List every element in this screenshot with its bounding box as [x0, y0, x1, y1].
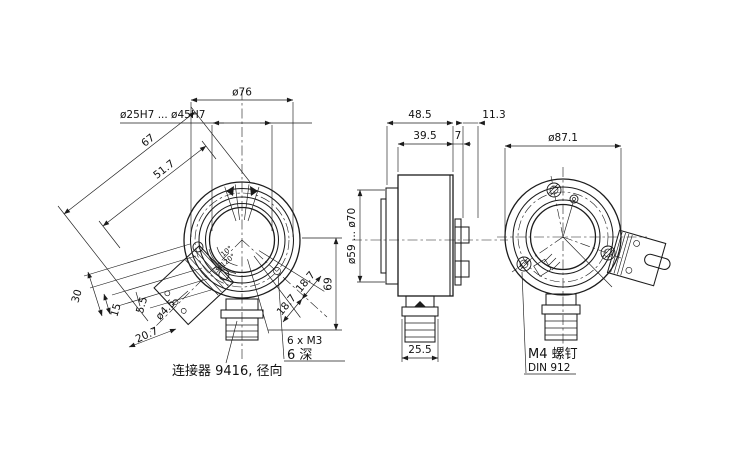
dim-d76: ø76: [190, 87, 294, 237]
connector-pin-cylinder: [644, 253, 671, 270]
rear-bottom-connector: [541, 293, 581, 341]
dim-30: 30: [70, 271, 103, 317]
dim-25-5: 25.5: [401, 319, 439, 362]
dim-text-20-7: 20.7: [134, 325, 160, 345]
front-connector-block: [153, 241, 235, 326]
dim-text-67: 67: [139, 132, 157, 150]
note-text-6-deep: 6 深: [287, 348, 312, 363]
rear-screw-right: [600, 245, 616, 261]
dim-text-30: 30: [70, 288, 85, 304]
note-text-din912: DIN 912: [528, 362, 570, 374]
dim-text-bore-range: ø25H7 ... ø45H7: [120, 109, 205, 121]
rear-centerlines: [497, 167, 647, 347]
dim-text-5-5: 5.5: [134, 295, 150, 314]
dim-text-69: 69: [323, 277, 335, 290]
dim-text-7: 7: [455, 130, 462, 142]
dim-text-48-5: 48.5: [408, 109, 431, 121]
front-body-circles: [183, 181, 301, 299]
dim-text-d76: ø76: [232, 87, 252, 99]
rear-dowel-pin: [569, 194, 579, 204]
dim-4-5: ø4.5: [154, 290, 189, 323]
connector-pin: [180, 308, 187, 314]
dim-text-39-5: 39.5: [413, 130, 436, 142]
connector-screw-bottom: [218, 269, 230, 281]
dim-11-3: 11.3: [456, 109, 506, 218]
arc-arrow-left: [226, 186, 234, 196]
connector-screw-top: [192, 241, 204, 253]
dim-51-7: 51.7: [98, 140, 217, 249]
dim-69: 69: [268, 237, 342, 331]
dim-7: 7: [453, 130, 471, 147]
rear-clamp-detail: [533, 253, 561, 277]
dim-d87-1: ø87.1: [504, 132, 622, 233]
note-text-m4-screw: M4 螺钉: [528, 347, 578, 362]
rear-screw-left: [516, 256, 532, 272]
dim-bore-range: ø25H7 ... ø45H7: [120, 109, 312, 231]
dim-39-5: 39.5: [397, 130, 454, 172]
rear-view: ø87.1 M4 螺钉 DIN 912: [497, 132, 671, 375]
dim-5-5: 5.5: [134, 291, 150, 315]
dim-48-5: 48.5: [386, 109, 454, 185]
front-lower-right-radials: [247, 250, 325, 334]
dim-text-11-3: 11.3: [482, 109, 505, 121]
rear-screw-top: [546, 182, 562, 198]
dim-text-d59-d70: ø59 ... ø70: [346, 208, 358, 264]
dim-text-d87-1: ø87.1: [548, 132, 578, 144]
dim-15: 15: [103, 293, 124, 318]
note-text-6xm3: 6 x M3: [287, 335, 322, 347]
front-bottom-connector: [220, 298, 264, 341]
dim-67: 67: [57, 106, 251, 322]
front-connector-extension-lines: [83, 243, 212, 309]
dim-text-51-7: 51.7: [151, 158, 177, 182]
thread-note: 6 x M3 6 深: [273, 267, 345, 363]
rear-connector-block: [606, 229, 671, 287]
connector-note: 连接器 9416, 径向: [172, 320, 282, 379]
m3-hole: [273, 267, 281, 275]
side-bottom-connector: [401, 295, 439, 343]
front-view: 30 15 5.5 ø4.5 20.7 67 51.7: [57, 87, 345, 379]
screw-note: M4 螺钉 DIN 912: [521, 271, 578, 375]
arc-arrow-right: [250, 186, 258, 196]
rear-radial-lines: [562, 202, 613, 288]
dim-text-18-7-a: 18.7: [275, 292, 299, 318]
dim-text-15: 15: [109, 302, 124, 318]
dim-20-7: 20.7: [128, 325, 177, 348]
dim-d59-d70: ø59 ... ø70: [346, 189, 385, 283]
dim-text-25-5: 25.5: [408, 344, 431, 356]
note-text-connector-9416: 连接器 9416, 径向: [172, 363, 282, 379]
side-body: [380, 174, 470, 297]
front-top-sector-lines: [224, 184, 260, 222]
side-view: 48.5 39.5 7 11.3 ø59 ... ø70: [346, 109, 508, 362]
dim-text-18-7-b: 18.7: [294, 269, 318, 295]
front-centerlines: [149, 90, 328, 362]
